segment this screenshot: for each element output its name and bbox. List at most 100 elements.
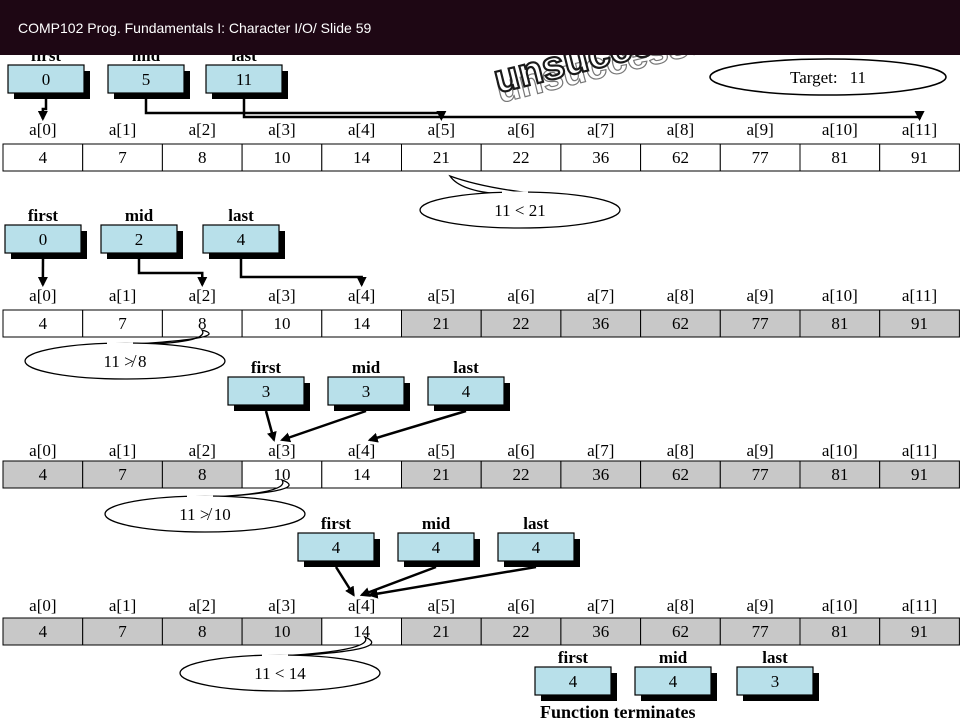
index-label: a[0] [29, 120, 56, 139]
array-cell-value: 36 [592, 465, 609, 484]
step-3-last-name: last [453, 358, 479, 377]
step-2-last-value: 4 [237, 230, 246, 249]
final-first-value: 4 [569, 672, 578, 691]
step-4-mid-value: 4 [432, 538, 441, 557]
array-cell [82, 617, 163, 646]
array-cell [560, 143, 642, 172]
index-label: a[9] [746, 120, 773, 139]
index-label: a[0] [29, 441, 56, 460]
index-label: a[3] [268, 596, 295, 615]
comparison-bubble: 11 < 21 [419, 174, 621, 229]
array-cell-value: 4 [39, 622, 48, 641]
index-label: a[6] [507, 286, 534, 305]
comparison-text: 11 ≯ 10 [179, 505, 230, 524]
search-step-4: first4mid4last4a[0]a[1]a[2]a[3]a[4]a[5]a… [2, 514, 960, 692]
step-2-first-box: first 0 [4, 206, 87, 259]
index-label: a[2] [189, 286, 216, 305]
array-cell-value: 4 [39, 465, 48, 484]
array-cell [401, 143, 482, 172]
array-cell [82, 143, 163, 172]
array-cell-value: 91 [911, 314, 928, 333]
array-cell-value: 77 [752, 314, 770, 333]
array-cell-value: 77 [752, 465, 770, 484]
array-cell-value: 62 [672, 148, 689, 167]
array-cell-value: 36 [592, 314, 609, 333]
array-cell-value: 7 [118, 314, 127, 333]
array-cell-value: 10 [273, 148, 290, 167]
unsuccessful-stamp: unsuccessful unsuccessful [488, 55, 749, 112]
array-cell [560, 617, 642, 646]
array-cell [799, 460, 881, 489]
pointer-arrow [242, 99, 925, 121]
index-label: a[10] [822, 286, 858, 305]
index-label: a[4] [348, 441, 375, 460]
index-label: a[6] [507, 120, 534, 139]
array-cell [799, 617, 881, 646]
array-cell [161, 617, 243, 646]
pointer-arrow [137, 259, 208, 287]
step-2-first-value: 0 [39, 230, 48, 249]
array-cell-value: 22 [513, 314, 530, 333]
array-cell-value: 77 [752, 148, 770, 167]
step-2-first-name: first [28, 206, 59, 225]
target-label: Target:11 [790, 68, 866, 87]
array-cell-value: 91 [911, 465, 928, 484]
step-1-mid-name: mid [132, 55, 161, 65]
array-cell [879, 309, 960, 338]
array-cell-value: 81 [831, 465, 848, 484]
index-label: a[5] [428, 441, 455, 460]
step-2-last-name: last [228, 206, 254, 225]
array-cell [161, 460, 243, 489]
slide-title: COMP102 Prog. Fundamentals I: Character … [18, 20, 372, 36]
index-label: a[5] [428, 120, 455, 139]
array-cell-value: 21 [433, 148, 450, 167]
search-step-1: first0mid5last11a[0]a[1]a[2]a[3]a[4]a[5]… [2, 55, 960, 229]
pointer-arrow [264, 410, 277, 442]
index-label: a[7] [587, 441, 614, 460]
array-cell [2, 617, 84, 646]
function-terminates-label: Function terminates [540, 702, 695, 720]
array-cell-value: 91 [911, 622, 928, 641]
index-label: a[4] [348, 286, 375, 305]
array-cell [480, 143, 562, 172]
pointer-arrow [239, 259, 367, 287]
array-cell-value: 8 [198, 148, 207, 167]
array-cell [879, 617, 960, 646]
array-cell [401, 460, 482, 489]
array-cell-value: 81 [831, 148, 848, 167]
index-label: a[4] [348, 596, 375, 615]
array-cell-value: 10 [273, 314, 290, 333]
comparison-bubble: 11 < 14 [179, 635, 381, 692]
index-label: a[8] [667, 286, 694, 305]
array-cell [241, 617, 323, 646]
index-label: a[9] [746, 286, 773, 305]
array-cell [719, 309, 801, 338]
index-label: a[11] [902, 441, 937, 460]
step-4-first-name: first [321, 514, 352, 533]
step-1-mid-value: 5 [142, 70, 151, 89]
array-cell-value: 21 [433, 622, 450, 641]
index-label: a[8] [667, 441, 694, 460]
index-label: a[2] [189, 596, 216, 615]
index-label: a[1] [109, 441, 136, 460]
array-cell [241, 460, 323, 489]
search-step-3: first3mid3last4a[0]a[1]a[2]a[3]a[4]a[5]a… [2, 358, 960, 533]
step-4-last-value: 4 [532, 538, 541, 557]
step-4-mid-name: mid [422, 514, 451, 533]
array-cell-value: 7 [118, 465, 127, 484]
index-label: a[4] [348, 120, 375, 139]
array-cell-value: 10 [273, 622, 290, 641]
array-cell [640, 143, 721, 172]
index-label: a[11] [902, 286, 937, 305]
index-label: a[10] [822, 596, 858, 615]
index-label: a[7] [587, 286, 614, 305]
array-cell [640, 460, 721, 489]
